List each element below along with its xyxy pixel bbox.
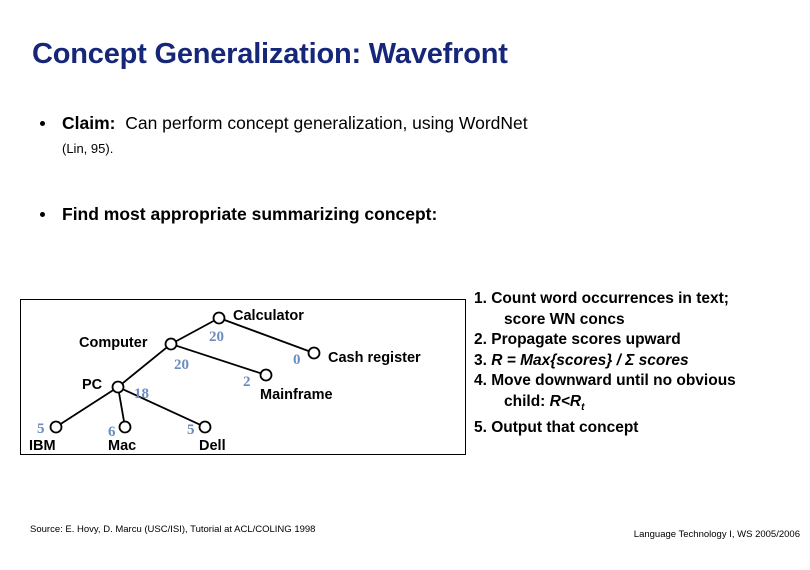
tree-edge-weight: 5 <box>187 422 195 438</box>
bullet-claim-lead: Claim: <box>62 113 116 133</box>
tree-node-label-ibm: IBM <box>29 438 56 454</box>
tree-edge-weight: 20 <box>209 329 224 345</box>
tree-node-cash-register[interactable] <box>307 346 321 360</box>
algorithm-step-2: 2. Propagate scores upward <box>474 330 804 351</box>
bullet-dot-icon <box>40 212 45 217</box>
algorithm-step-1: 1. Count word occurrences in text; score … <box>474 289 804 330</box>
tree-edge-weight: 0 <box>293 352 301 368</box>
tree-edge-weight: 5 <box>37 421 45 437</box>
tree-node-label-pc: PC <box>82 377 103 393</box>
tree-node-label-computer: Computer <box>79 335 148 351</box>
step-text: R = Max{scores} / Σ scores <box>491 351 689 369</box>
algorithm-step-4: 4. Move downward until no obvious child: … <box>474 371 804 418</box>
tree-node-mainframe[interactable] <box>259 368 273 382</box>
bullet-item-find: Find most appropriate summarizing concep… <box>40 203 437 225</box>
algorithm-steps-list: 1. Count word occurrences in text; score … <box>474 289 804 439</box>
tree-node-label-cash-register: Cash register <box>328 350 421 366</box>
tree-edge-weight: 6 <box>108 424 116 440</box>
step-text: Propagate scores upward <box>491 331 681 348</box>
tree-node-label-mac: Mac <box>108 438 137 454</box>
tree-edge-calculator-cash-register <box>223 319 310 352</box>
algorithm-step-5: 5. Output that concept <box>474 418 804 439</box>
source-citation: Source: E. Hovy, D. Marcu (USC/ISI), Tut… <box>30 524 316 535</box>
tree-node-group <box>49 311 321 434</box>
tree-node-label-mainframe: Mainframe <box>260 387 333 403</box>
bullet-item-find-text: Find most appropriate summarizing concep… <box>62 204 438 224</box>
tree-edge-pc-computer <box>121 346 168 385</box>
step-number: 1. <box>474 290 492 307</box>
bullet-item-claim: Claim: Can perform concept generalizatio… <box>40 112 528 134</box>
step-number: 2. <box>474 331 492 348</box>
tree-edge-computer-mainframe <box>175 344 262 375</box>
tree-node-label-dell: Dell <box>199 438 226 454</box>
step-text: Move downward until no obvious <box>491 372 736 389</box>
tree-edge-weight: 2 <box>243 374 251 390</box>
step-continuation: child: R<Rt <box>504 392 585 413</box>
algorithm-step-3: 3. R = Max{scores} / Σ scores <box>474 351 804 372</box>
bullet-claim-rest: Can perform concept generalization, usin… <box>125 113 528 133</box>
course-footer: Language Technology I, WS 2005/2006 <box>633 529 800 540</box>
step-number: 4. <box>474 372 492 389</box>
bullet-item-claim-text: Claim: Can perform concept generalizatio… <box>62 112 528 134</box>
page-title: Concept Generalization: Wavefront <box>32 38 508 70</box>
tree-edge-pc-mac <box>118 392 125 422</box>
tree-node-ibm[interactable] <box>49 420 63 434</box>
tree-node-calculator[interactable] <box>212 311 226 325</box>
tree-edge-computer-calculator <box>175 319 215 343</box>
step-text: Count word occurrences in text; <box>491 290 729 307</box>
tree-node-label-calculator: Calculator <box>233 308 304 324</box>
bullet-claim-citation: (Lin, 95). <box>62 141 114 156</box>
step-continuation: score WN concs <box>504 310 625 328</box>
tree-node-dell[interactable] <box>198 420 212 434</box>
step-text: Output that concept <box>491 419 639 437</box>
tree-node-mac[interactable] <box>118 420 132 434</box>
tree-edge-pc-ibm <box>60 389 114 425</box>
tree-edge-pc-dell <box>122 388 201 426</box>
concept-tree-svg <box>49 311 321 434</box>
tree-edge-weight: 18 <box>134 386 149 402</box>
step-number: 3. <box>474 351 492 369</box>
step-number: 5. <box>474 419 492 437</box>
tree-node-computer[interactable] <box>164 337 178 351</box>
bullet-dot-icon <box>40 121 45 126</box>
tree-edge-group <box>60 319 310 426</box>
tree-node-pc[interactable] <box>111 380 125 394</box>
tree-edge-weight: 20 <box>174 357 189 373</box>
